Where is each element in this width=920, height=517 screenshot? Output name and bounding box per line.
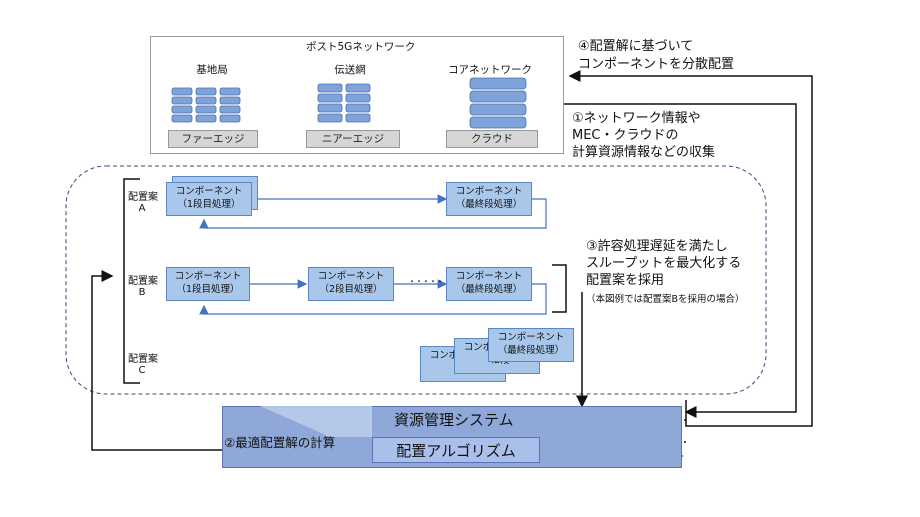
component-a-last: コンポーネント（最終段処理）	[446, 182, 532, 216]
note-3-line2: スループットを最大化する	[586, 256, 742, 271]
cloud-bar: クラウド	[446, 130, 538, 148]
note-2: ②最適配置解の計算	[224, 435, 336, 450]
component-b-last: コンポーネント（最終段処理）	[446, 267, 532, 301]
note-3-sub: （本図例では配置案Bを採用の場合）	[586, 294, 745, 305]
tier-label-transport: 伝送網	[334, 64, 366, 76]
note-3-line3: 配置案を採用	[586, 273, 665, 288]
network-title: ポスト5Gネットワーク	[306, 41, 416, 53]
component-b-stage2: コンポーネント（2段目処理）	[308, 267, 394, 301]
far-edge-bar: ファーエッジ	[168, 130, 258, 148]
note-4-line2: コンポーネントを分散配置	[578, 57, 735, 72]
placement-algorithm: 配置アルゴリズム	[372, 437, 540, 463]
rms-title: 資源管理システム	[394, 411, 514, 429]
placement-region	[65, 165, 767, 395]
note-1-line2: MEC・クラウドの	[572, 128, 679, 143]
near-edge-bar: ニアーエッジ	[306, 130, 400, 148]
note-3-line1: ③許容処理遅延を満たし	[586, 239, 728, 254]
tier-label-core: コアネットワーク	[448, 64, 532, 76]
note-1-line3: 計算資源情報などの収集	[572, 145, 716, 160]
note-4-line1: ④配置解に基づいて	[578, 39, 694, 54]
note-1-line1: ①ネットワーク情報や	[572, 111, 701, 126]
tier-label-base-station: 基地局	[196, 64, 228, 76]
ellipsis-dots: ・・・・・・	[408, 277, 451, 286]
placement-bracket	[123, 178, 140, 384]
component-b-stage1: コンポーネント（1段目処理）	[166, 267, 250, 301]
component-a-stage1: コンポーネント（1段目処理）	[166, 182, 252, 216]
component-c-last: コンポーネント（最終段処理）	[488, 328, 574, 362]
